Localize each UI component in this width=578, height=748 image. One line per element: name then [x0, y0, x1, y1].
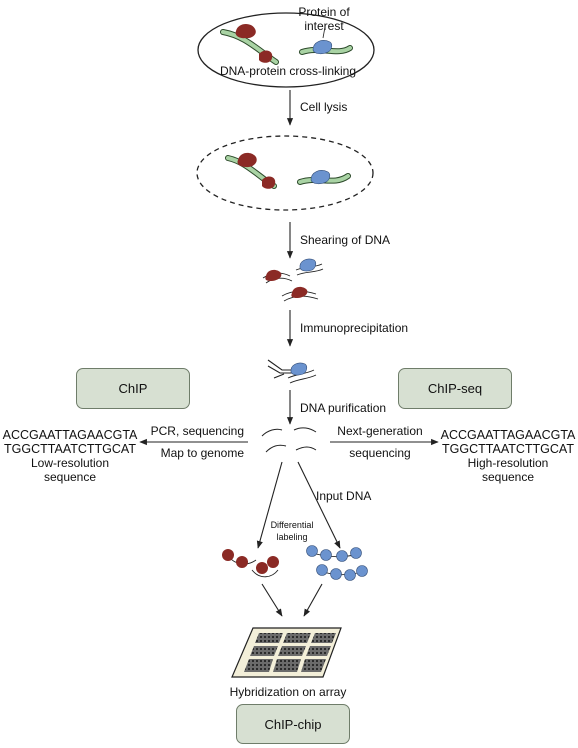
protein-pointer-line: [322, 26, 326, 39]
arrow-chip-sample: [256, 461, 283, 549]
differential-labeling-label: labeling: [276, 532, 307, 542]
nucleus-oval: [197, 12, 375, 88]
cell-lysis-label: Cell lysis: [300, 100, 347, 114]
chip-chip-box-label: ChIP-chip: [264, 716, 322, 732]
high-resolution-sequence-label: sequence: [482, 470, 534, 484]
red-protein-icon: [235, 23, 256, 39]
chip-seq-box-label: ChIP-seq: [427, 381, 483, 396]
arrow-to-array-left: [261, 583, 283, 617]
arrow-input-dna: [297, 461, 341, 549]
red-labeled-dna: [222, 549, 279, 578]
crosslinking-label: DNA-protein cross-linking: [220, 64, 356, 78]
blue-protein-icon: [290, 362, 308, 376]
right-sequence-line2: TGGCTTAATCTTGCAT: [442, 442, 574, 456]
immunoprecipitation-label: Immunoprecipitation: [300, 321, 408, 335]
shearing-label: Shearing of DNA: [300, 233, 390, 247]
map-to-genome-label: Map to genome: [161, 446, 245, 460]
chip-chip-box: ChIP-chip: [236, 704, 350, 744]
red-protein-icon: [262, 176, 276, 189]
left-sequence-line2: TGGCTTAATCTTGCAT: [4, 442, 136, 456]
hybridization-label: Hybridization on array: [230, 685, 347, 699]
protein-of-interest-label: interest: [304, 19, 344, 33]
input-dna-label: Input DNA: [316, 489, 371, 503]
lysed-cell-dashed-oval: [196, 135, 374, 211]
dna-purification-label: DNA purification: [300, 401, 386, 415]
chip-box-label: ChIP: [118, 381, 148, 396]
next-generation-label: Next-generation: [337, 424, 422, 438]
sequencing-label: sequencing: [349, 446, 410, 460]
differential-labeling-label: Differential: [271, 520, 314, 530]
microarray-chip: [231, 627, 342, 678]
blue-protein-icon: [310, 170, 331, 185]
blue-protein-icon: [299, 258, 317, 272]
blue-labeled-dna: [306, 545, 368, 581]
red-protein-icon: [291, 286, 308, 298]
low-resolution-label: Low-resolution: [31, 456, 109, 470]
red-protein-icon: [259, 50, 273, 63]
arrow-to-array-right: [303, 583, 323, 617]
low-resolution-sequence-label: sequence: [44, 470, 96, 484]
high-resolution-label: High-resolution: [468, 456, 549, 470]
chip-seq-box: ChIP-seq: [398, 368, 512, 409]
right-sequence-line1: ACCGAATTAGAACGTA: [441, 428, 576, 442]
red-protein-icon: [237, 152, 257, 168]
left-sequence-line1: ACCGAATTAGAACGTA: [3, 428, 138, 442]
purified-dna-fragments: [261, 427, 317, 453]
blue-protein-icon: [312, 40, 333, 55]
red-protein-icon: [265, 269, 282, 281]
chip-box: ChIP: [76, 368, 190, 409]
pcr-sequencing-label: PCR, sequencing: [151, 424, 244, 438]
protein-of-interest-label: Protein of: [298, 5, 350, 19]
